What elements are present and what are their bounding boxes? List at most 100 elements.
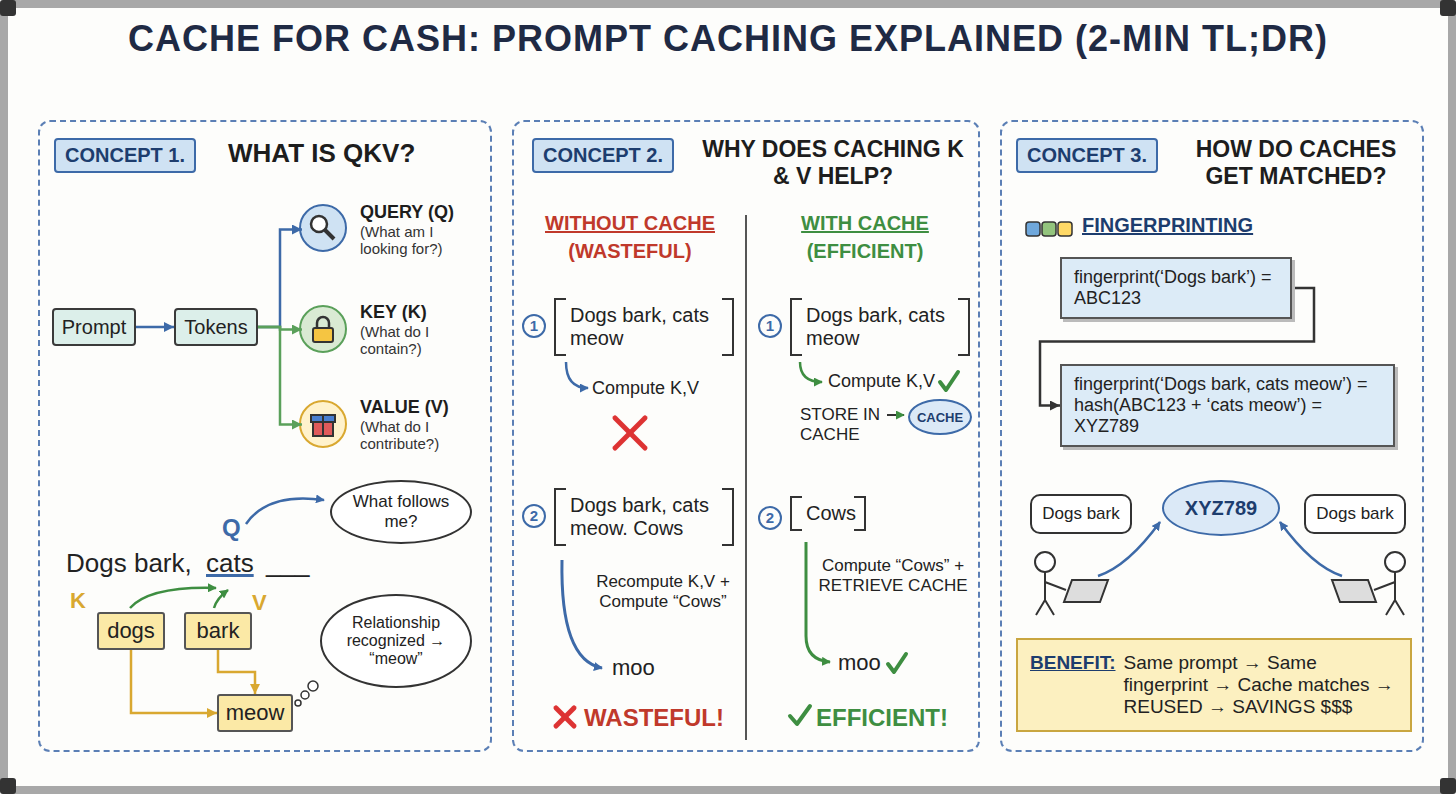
token-box: dogs [97, 612, 165, 650]
cache-cloud: CACHE [908, 399, 972, 435]
users-with-laptops [1035, 552, 1405, 615]
node-text: What follows me? [350, 492, 452, 532]
node-text: CONCEPT 1. [65, 144, 185, 167]
column-divider [746, 215, 747, 740]
node-text: CONCEPT 3. [1027, 144, 1147, 167]
query-icon [325, 230, 334, 239]
users-with-laptops [1036, 572, 1066, 615]
users-with-laptops [1332, 580, 1376, 602]
token-box: meow [217, 694, 293, 732]
node-text: bark [197, 618, 240, 644]
connector-arrow [131, 650, 217, 713]
node-text: KEY (K) [360, 302, 427, 323]
column-heading: WITH CACHE [780, 212, 950, 235]
connector-arrow [218, 650, 255, 694]
cross-marks [556, 708, 574, 726]
flow-arrows [566, 362, 588, 388]
node-text: Dogs bark, cats meow. Cows [570, 494, 718, 540]
attention-arrows [214, 590, 228, 608]
step-note: Compute “Cows” + RETRIEVE CACHE [814, 556, 972, 596]
thought-dots [301, 691, 309, 699]
concept-tag: CONCEPT 1. [54, 138, 196, 173]
node-text: Dogs bark, cats meow [570, 304, 718, 350]
concept-tag: CONCEPT 3. [1016, 138, 1158, 173]
step-number: 1 [522, 314, 546, 338]
users-with-laptops [1035, 552, 1055, 572]
query-icon [311, 216, 327, 232]
board-frame [4, 4, 1452, 790]
step-number: 2 [522, 504, 546, 528]
prompt-bracket: Dogs bark, cats meow [790, 298, 970, 356]
attention-arrows [246, 498, 324, 524]
node-text: QUERY (Q) [360, 202, 454, 223]
key-letter: K [70, 588, 86, 614]
value-icon [300, 401, 346, 447]
node-text: (What am I looking for?) [360, 223, 464, 257]
node-text: Prompt [62, 316, 126, 339]
query-letter: Q [222, 514, 241, 542]
node-text: XYZ789 [1185, 497, 1257, 520]
cross-marks [556, 708, 574, 726]
node-text: meow [226, 700, 285, 726]
query-icon [300, 205, 346, 251]
qkv-item: KEY (K)(What do I contain?) [302, 302, 464, 357]
speech-bubble: Dogs bark [1030, 494, 1132, 534]
query-icon [300, 205, 346, 251]
token-box: bark [184, 612, 252, 650]
thought-dots [295, 700, 301, 706]
flow-arrows [562, 560, 602, 668]
check-marks [888, 654, 906, 672]
node-text: (What do I contain?) [360, 323, 464, 357]
users-with-laptops [1064, 580, 1108, 602]
verdict: EFFICIENT! [816, 704, 948, 732]
fingerprint-box: fingerprint(‘Dogs bark’) = ABC123 [1060, 257, 1292, 319]
fingerprint-icon [1042, 222, 1056, 236]
node-text: WHAT IS QKV? [228, 138, 478, 169]
check-marks [940, 372, 958, 390]
node-text: (What do I contribute?) [360, 418, 464, 452]
concept-tag: CONCEPT 2. [532, 138, 674, 173]
node-text: HOW DO CACHES GET MATCHED? [1174, 136, 1418, 190]
thought-dots [308, 681, 318, 691]
step-note: STORE IN CACHE [800, 405, 888, 445]
node-text: BENEFIT: [1030, 652, 1116, 674]
board-frame [0, 778, 16, 794]
value-letter: V [252, 590, 267, 616]
flow-arrows [800, 362, 822, 382]
node-text: dogs [107, 618, 155, 644]
sentence-word: cats [206, 548, 254, 579]
column-subheading: (WASTEFUL) [545, 240, 715, 263]
process-box: Tokens [174, 308, 258, 346]
node-text: CONCEPT 2. [543, 144, 663, 167]
node-text: fingerprint(‘Dogs bark’) = ABC123 [1074, 267, 1278, 309]
node-text: Same prompt → Same fingerprint → Cache m… [1124, 652, 1399, 718]
cross-marks [615, 418, 645, 448]
thought-cloud: Relationship recognized → “meow” [320, 594, 472, 688]
board-frame [0, 0, 16, 16]
step-note: Compute K,V [592, 378, 699, 399]
output-word: moo [838, 650, 881, 676]
key-icon [313, 328, 333, 342]
column-subheading: (EFFICIENT) [780, 240, 950, 263]
sentence-word: Dogs bark, [66, 548, 192, 579]
key-icon [300, 306, 346, 352]
step-number: 1 [758, 314, 782, 338]
section-label: FINGERPRINTING [1082, 214, 1253, 237]
node-text: Dogs bark, cats meow [806, 304, 954, 350]
node-text: CACHE [917, 410, 963, 425]
column-divider [745, 215, 747, 740]
prompt-bracket: Cows [790, 496, 866, 531]
node-text: Dogs bark [1316, 504, 1393, 524]
check-marks [790, 706, 810, 724]
value-icon [300, 401, 346, 447]
step-number: 2 [758, 506, 782, 530]
output-word: moo [612, 655, 655, 681]
connector-arrow [258, 230, 302, 328]
connector-arrow [258, 327, 302, 425]
node-text: fingerprint(‘Dogs bark, cats meow’) = ha… [1074, 374, 1381, 437]
fingerprint-icon [1026, 222, 1072, 236]
node-text: Tokens [184, 316, 247, 339]
key-icon [300, 306, 346, 352]
